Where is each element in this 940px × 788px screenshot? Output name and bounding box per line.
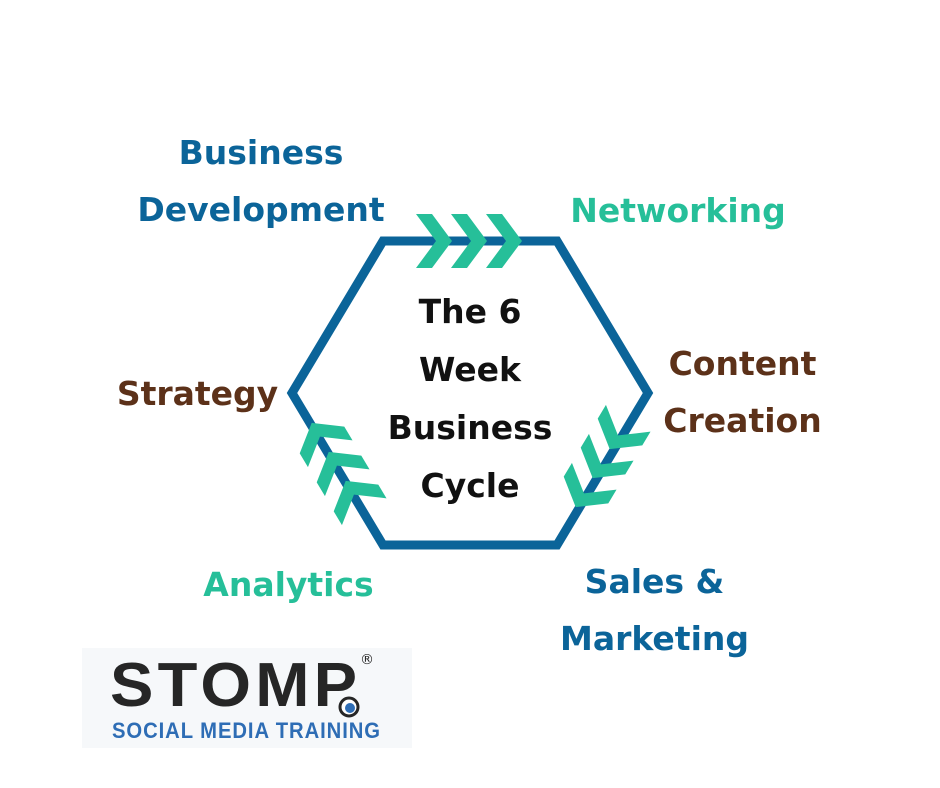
- stage-strategy: Strategy: [110, 365, 285, 422]
- arrows-right-icon: [563, 404, 651, 508]
- hexagon-outline: [286, 236, 654, 550]
- stage-analytics: Analytics: [196, 556, 381, 613]
- stage-sales-marketing: Sales & Marketing: [552, 553, 757, 667]
- stage-label-line: Development: [137, 190, 385, 229]
- logo-tagline: SOCIAL MEDIA TRAINING: [112, 718, 381, 743]
- title-line: Business: [387, 408, 553, 447]
- stage-label-line: Strategy: [116, 374, 279, 413]
- stage-content-creation: Content Creation: [655, 335, 830, 449]
- stage-label-line: Networking: [570, 191, 786, 230]
- stage-label-line: Creation: [663, 401, 822, 440]
- stage-label-line: Analytics: [203, 565, 374, 604]
- title-line: Week: [419, 350, 521, 389]
- diagram-title: The 6 Week Business Cycle: [370, 283, 570, 515]
- stage-networking: Networking: [562, 182, 794, 239]
- stage-label-line: Business: [178, 133, 344, 172]
- stage-label-line: Content: [668, 344, 817, 383]
- stage-business-development: Business Development: [130, 124, 392, 238]
- logo-dot-icon: [338, 696, 360, 718]
- registered-mark: ®: [360, 652, 374, 668]
- title-line: The 6: [418, 292, 522, 331]
- title-line: Cycle: [420, 466, 520, 505]
- stomp-logo: STOMP ® SOCIAL MEDIA TRAINING: [82, 648, 412, 748]
- stage-label-line: Sales &: [584, 562, 725, 601]
- arrows-top-icon: [416, 214, 522, 268]
- stage-label-line: Marketing: [559, 619, 750, 658]
- arrows-left-icon: [299, 422, 387, 526]
- logo-wordmark: STOMP: [110, 651, 362, 720]
